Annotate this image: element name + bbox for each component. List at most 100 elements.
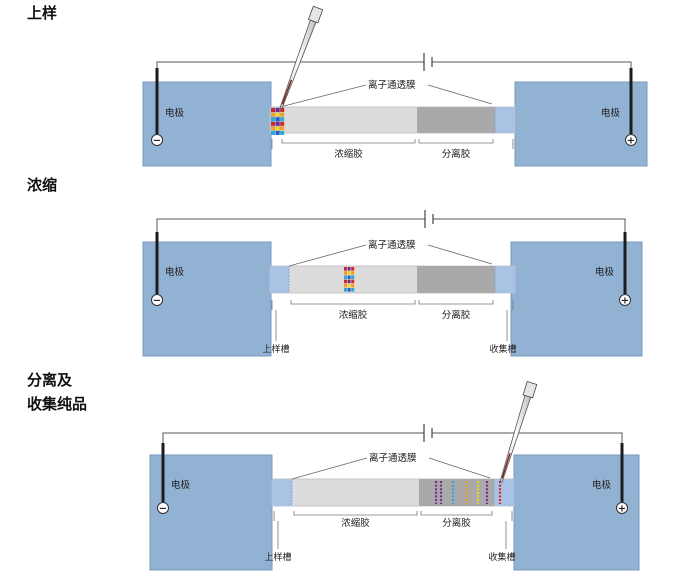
- stage-separate-loading-well-label: 上样槽: [264, 551, 291, 563]
- stage-concentrate-cathode-tank: [142, 241, 272, 357]
- stage-concentrate-sample-cell: [347, 275, 351, 279]
- stage-load-sample-cell: [271, 126, 275, 131]
- stage-load-sample-cell: [280, 121, 285, 126]
- stage-load-separating-gel: [417, 107, 495, 133]
- stage-load-membrane-label: 离子通透膜: [368, 79, 416, 91]
- stage-load-plus-sign: +: [627, 136, 635, 147]
- stage-concentrate-sample-cell: [344, 288, 347, 292]
- stage-separate-cathode-terminal: [157, 502, 169, 514]
- stage-concentrate-wire-right: [433, 218, 626, 232]
- stage-separate-collection-well: [494, 479, 514, 506]
- stage-separate-membrane-leader-left: [291, 457, 368, 480]
- stage-concentrate-sample-cell: [351, 288, 355, 292]
- stage-load-sample-cell: [280, 117, 285, 122]
- stage-separate-pipette-sample: [501, 453, 511, 479]
- stage-concentrate-sample-cell: [351, 271, 355, 275]
- stage-load-sample-cell: [275, 126, 280, 131]
- stage-load-stacking-bracket: [281, 139, 416, 144]
- stage-concentrate-loading-well: [270, 266, 289, 293]
- stage-separate-anode-terminal: [616, 502, 628, 514]
- stage-concentrate-membrane-label: 离子通透膜: [368, 239, 416, 251]
- stage-load-wire-right: [432, 61, 632, 68]
- stage-separate-electrode-right-label: 电极: [592, 479, 612, 491]
- stage-separate-loading-well: [272, 479, 292, 506]
- stage-concentrate-separating-gel: [417, 266, 495, 293]
- stage-separate-membrane-label: 离子通透膜: [369, 452, 417, 464]
- stage-separate-separated-bands: [434, 481, 502, 504]
- stage-load-sample-cell: [275, 112, 280, 117]
- stage-concentrate-separating-gel-label: 分离胶: [442, 309, 471, 321]
- stage-load-collection-well: [495, 107, 515, 133]
- stage-load-stacking-gel-label: 浓缩胶: [334, 148, 363, 160]
- stage-separate-cathode-tank: [149, 454, 273, 571]
- stage-concentrate-sample-cell: [347, 283, 351, 288]
- stage-separate-membrane-leader-right: [428, 457, 491, 479]
- stage-load-electrode-left-label: 电极: [165, 107, 185, 119]
- stage-separate-stacking-bracket: [293, 511, 418, 516]
- stage-load-sample-cell: [280, 112, 285, 117]
- stage-separate-stacking-gel-label: 浓缩胶: [341, 517, 370, 529]
- stage-load-sample-cell: [275, 131, 280, 135]
- stage-load-separating-bracket: [418, 139, 494, 144]
- stage-concentrate-sample-cell: [344, 275, 347, 279]
- stage-load-sample-cell: [280, 126, 285, 131]
- stage-load-sample-cell: [280, 131, 285, 135]
- stage-concentrate-anode-terminal: [619, 294, 631, 306]
- stage-separate: 分离及收集纯品−+电极电极离子通透膜浓缩胶分离胶上样槽收集槽: [27, 371, 640, 571]
- stage-concentrate-wire-left: [156, 218, 425, 232]
- stage-load-pipette-sample: [281, 79, 293, 105]
- stage-concentrate-sample-cell: [347, 271, 351, 275]
- stage-load-minus-sign: −: [153, 136, 161, 147]
- stage-concentrate-sample-cell: [351, 267, 355, 271]
- stage-load-wire-left: [156, 61, 424, 68]
- stage-load-electrode-right-label: 电极: [601, 107, 621, 119]
- stage-load-sample-cell: [275, 121, 280, 126]
- stage-load-sample-cell: [280, 108, 285, 112]
- stage-separate-separating-gel-label: 分离胶: [442, 517, 471, 529]
- stage-concentrate-separating-bracket: [418, 300, 494, 305]
- stage-load-membrane-leader-right: [427, 84, 493, 105]
- stage-separate-separating-gel: [419, 479, 494, 506]
- stage-concentrate-minus-sign: −: [153, 296, 161, 307]
- stage-concentrate-sample-cell: [344, 267, 347, 271]
- stage-separate-electrode-left-label: 电极: [171, 479, 191, 491]
- stage-load-separating-gel-label: 分离胶: [442, 148, 471, 160]
- stage-separate-collection-well-label: 收集槽: [488, 551, 515, 563]
- stage-load-sample-cell: [271, 117, 275, 122]
- stage-concentrate-sample-cell: [351, 279, 355, 284]
- stage-concentrate-sample-cell: [347, 288, 351, 292]
- stage-concentrate-plus-sign: +: [621, 296, 629, 307]
- stage-concentrate-membrane-leader-left: [288, 244, 367, 267]
- stage-separate-wire-right: [432, 432, 623, 443]
- stage-concentrate-sample-cell: [347, 279, 351, 284]
- stage-concentrate-stacking-bracket: [290, 300, 416, 305]
- stage-load-pipette-head: [307, 5, 324, 24]
- stage-concentrate-electrode-right-label: 电极: [595, 266, 615, 278]
- stage-load-sample-cell: [275, 108, 280, 112]
- stage-separate-pipette-head: [522, 381, 538, 399]
- stage-separate-title-line2: 收集纯品: [27, 395, 87, 413]
- stage-concentrate-electrode-left-label: 电极: [165, 266, 185, 278]
- stage-load-title: 上样: [27, 4, 57, 22]
- stage-load-sample-cell: [271, 121, 275, 126]
- stage-concentrate-sample-cell: [344, 283, 347, 288]
- stage-load-anode-tank: [514, 81, 648, 167]
- stage-load-anode-terminal: [625, 134, 637, 146]
- stage-concentrate-stacking-gel-label: 浓缩胶: [339, 309, 368, 321]
- stage-concentrate-loading-well-label: 上样槽: [262, 343, 289, 355]
- stage-separate-plus-sign: +: [618, 504, 626, 515]
- stage-concentrate-collection-well-label: 收集槽: [489, 343, 516, 355]
- stage-concentrate: 浓缩−+电极电极离子通透膜浓缩胶分离胶上样槽收集槽: [27, 176, 643, 357]
- stage-concentrate-membrane-leader-right: [427, 244, 493, 265]
- stage-separate-separating-bracket: [420, 511, 493, 516]
- stage-load-sample-cell: [275, 117, 280, 122]
- stage-concentrate-sample-cell: [351, 275, 355, 279]
- stage-load-sample-mix: [271, 108, 285, 135]
- stage-load-sample-cell: [271, 108, 275, 112]
- stage-load-sample-cell: [271, 131, 275, 135]
- stage-concentrate-cathode-terminal: [151, 294, 163, 306]
- stage-concentrate-sample-cell: [344, 279, 347, 284]
- stage-separate-minus-sign: −: [159, 504, 167, 515]
- stage-load-membrane-leader-left: [279, 84, 367, 108]
- stage-load-sample-cell: [271, 112, 275, 117]
